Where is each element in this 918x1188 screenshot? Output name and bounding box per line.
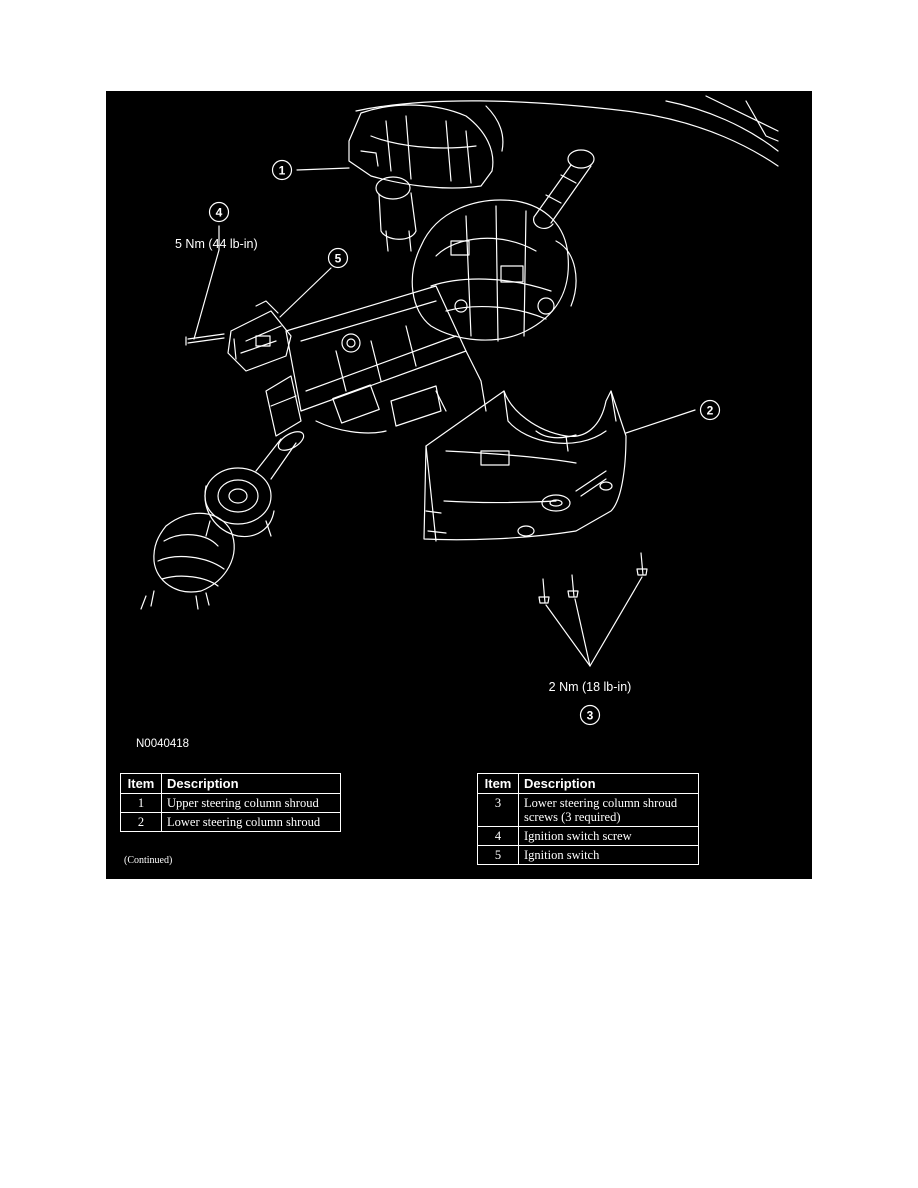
legend-row: 3 Lower steering column shroud screws (3…: [477, 793, 699, 827]
steering-column-diagram: 1 2 3 4 5 5 Nm (44 lb-in) 2 Nm (18 lb-in…: [136, 95, 779, 750]
shroud-screws-part: [538, 552, 648, 604]
legend-table-right: Item Description 3 Lower steering column…: [477, 773, 699, 865]
ignition-screw-part: [185, 333, 225, 346]
legend-item-description: Ignition switch screw: [518, 826, 699, 846]
right-stalk-part: [533, 149, 595, 229]
dashboard-outline: [355, 95, 779, 167]
item-column-header: Item: [477, 773, 519, 794]
legend-row: 2 Lower steering column shroud: [120, 812, 341, 832]
legend-item-description: Lower steering column shroud: [161, 812, 341, 832]
intermediate-shaft-part: [204, 431, 305, 538]
continued-note: (Continued): [124, 855, 173, 866]
legend-item-number: 3: [477, 793, 519, 827]
upper-shroud-part: [348, 104, 494, 189]
callout-4-label: 4: [216, 206, 223, 220]
torque-spec-ignition-screw: 5 Nm (44 lb-in): [175, 237, 258, 251]
legend-header-row: Item Description: [120, 773, 341, 794]
legend-header-row: Item Description: [477, 773, 699, 794]
figure-id-label: N0040418: [136, 738, 189, 750]
callout-1-label: 1: [279, 164, 286, 178]
item-column-header: Item: [120, 773, 162, 794]
callout-5-label: 5: [335, 252, 342, 266]
callout-circles: [208, 159, 721, 726]
legend-item-number: 1: [120, 793, 162, 813]
legend-row: 1 Upper steering column shroud: [120, 793, 341, 813]
ignition-switch-part: [227, 300, 292, 372]
legend-item-description: Lower steering column shroud screws (3 r…: [518, 793, 699, 827]
lower-shaft-boot-part: [140, 512, 235, 610]
column-tube-part: [265, 285, 487, 437]
torque-spec-shroud-screws: 2 Nm (18 lb-in): [549, 680, 632, 694]
callout-2-label: 2: [707, 404, 714, 418]
legend-item-number: 4: [477, 826, 519, 846]
legend-row: 5 Ignition switch: [477, 845, 699, 865]
legend-item-description: Ignition switch: [518, 845, 699, 865]
steering-column-figure: 1 2 3 4 5 5 Nm (44 lb-in) 2 Nm (18 lb-in…: [106, 91, 812, 879]
column-head-part: [411, 199, 577, 342]
legend-item-description: Upper steering column shroud: [161, 793, 341, 813]
description-column-header: Description: [161, 773, 341, 794]
legend-row: 4 Ignition switch screw: [477, 826, 699, 846]
leader-lines: [193, 167, 696, 667]
description-column-header: Description: [518, 773, 699, 794]
legend-table-left: Item Description 1 Upper steering column…: [120, 773, 341, 832]
legend-item-number: 2: [120, 812, 162, 832]
left-stalk-part: [375, 176, 417, 252]
lower-shroud-part: [423, 390, 627, 542]
legend-item-number: 5: [477, 845, 519, 865]
callout-3-label: 3: [587, 709, 594, 723]
